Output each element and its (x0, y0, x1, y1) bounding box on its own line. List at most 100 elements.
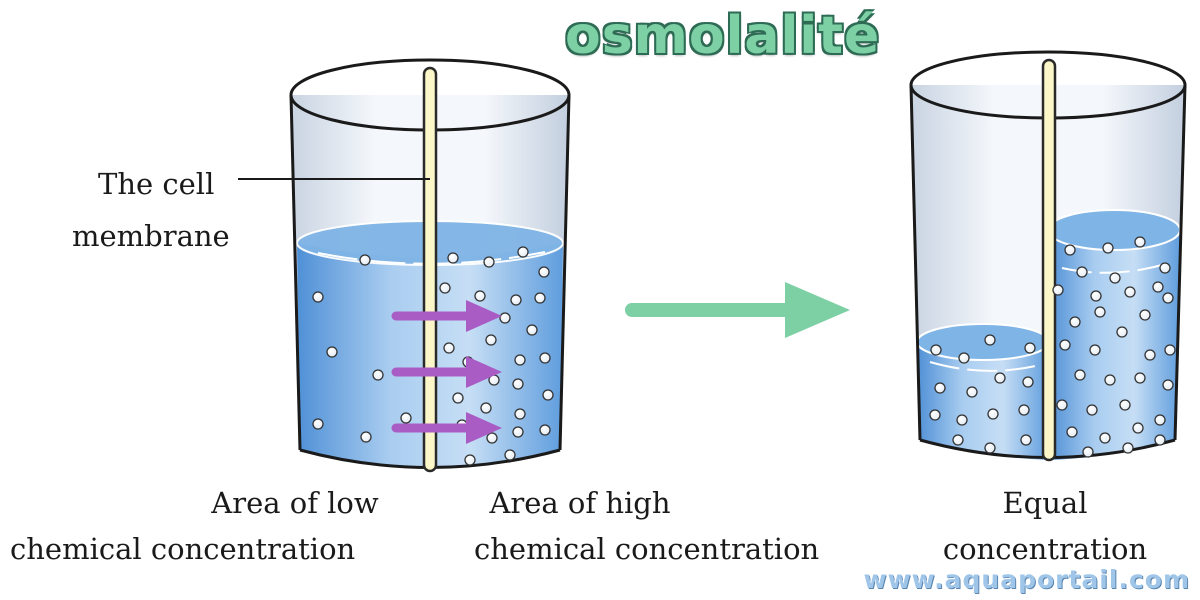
solute-particle (934, 382, 946, 394)
solute-particle (1069, 316, 1081, 328)
low-area-label-line2: chemical concentration (10, 532, 356, 566)
solute-particle (464, 454, 476, 466)
solute-particle (1164, 344, 1176, 356)
solute-particle (987, 408, 999, 420)
watermark-text: www.aquaportail.com (863, 565, 1190, 594)
solute-particle (1162, 379, 1174, 391)
solute-particle (360, 431, 372, 443)
diffusion-arrow (391, 412, 502, 444)
left-beaker-particles (312, 246, 554, 466)
solute-particle (1076, 266, 1088, 278)
solute-particle (372, 369, 384, 381)
right-cell-membrane (1041, 58, 1057, 462)
solute-particle (984, 442, 996, 454)
solute-particle (400, 412, 412, 424)
right-beaker-particles (929, 236, 1176, 458)
solute-particle (929, 409, 941, 421)
solute-particle (1159, 262, 1171, 274)
solute-particle (966, 386, 978, 398)
solute-particle (1089, 344, 1101, 356)
solute-particle (1094, 306, 1106, 318)
solute-particle (1154, 414, 1166, 426)
high-area-label-line2: chemical concentration (474, 532, 820, 566)
transition-arrow-icon (625, 282, 850, 338)
high-area-label-line1: Area of high (489, 486, 671, 520)
right-beaker-water-right (1049, 228, 1180, 460)
solute-particle (539, 352, 551, 364)
solute-particle (485, 334, 497, 346)
solute-particle (952, 434, 964, 446)
solute-particle (1152, 281, 1164, 293)
solute-particle (1099, 432, 1111, 444)
solute-particle (956, 414, 968, 426)
left-beaker (238, 58, 571, 473)
solute-particle (1102, 242, 1114, 254)
solute-particle (1052, 284, 1064, 296)
solute-particle (504, 449, 516, 461)
solute-particle (439, 282, 451, 294)
solute-particle (1109, 272, 1121, 284)
solute-particle (1059, 339, 1071, 351)
membrane-label-line2: membrane (72, 219, 230, 253)
right-beaker (909, 50, 1187, 462)
equal-label-line1: Equal (1002, 486, 1088, 520)
low-area-label-line1: Area of low (211, 486, 379, 520)
solute-particle (542, 389, 554, 401)
solute-particle (1144, 349, 1156, 361)
equal-label-line2: concentration (942, 532, 1148, 566)
solute-particle (312, 291, 324, 303)
solute-particle (1119, 399, 1131, 411)
solute-particle (326, 346, 338, 358)
solute-particle (514, 408, 526, 420)
solute-particle (1139, 309, 1151, 321)
solute-particle (512, 378, 524, 390)
solute-particle (1090, 290, 1102, 302)
solute-particle (483, 256, 495, 268)
solute-particle (486, 432, 498, 444)
solute-particle (1074, 369, 1086, 381)
solute-particle (526, 324, 538, 336)
solute-particle (499, 312, 511, 324)
solute-particle (1154, 434, 1166, 446)
solute-particle (930, 344, 942, 356)
solute-particle (443, 342, 455, 354)
solute-particle (1124, 286, 1136, 298)
solute-particle (1020, 434, 1032, 446)
solute-particle (517, 246, 529, 258)
solute-particle (534, 292, 546, 304)
left-cell-membrane (422, 66, 438, 473)
solute-particle (512, 426, 524, 438)
right-beaker-water-left (917, 345, 1049, 460)
solute-particle (474, 290, 486, 302)
diffusion-arrow (391, 356, 502, 388)
solute-particle (1066, 426, 1078, 438)
solute-particle (1082, 446, 1094, 458)
diffusion-arrow (391, 300, 502, 332)
solute-particle (480, 402, 492, 414)
solute-particle (994, 372, 1006, 384)
solute-particle (452, 392, 464, 404)
solute-particle (1022, 376, 1034, 388)
solute-particle (538, 266, 550, 278)
solute-particle (1122, 442, 1134, 454)
solute-particle (312, 418, 324, 430)
solute-particle (1064, 244, 1076, 256)
solute-particle (1018, 404, 1030, 416)
page-title: osmolalité (565, 6, 881, 66)
solute-particle (958, 352, 970, 364)
diffusion-arrows (391, 300, 502, 444)
solute-particle (514, 354, 526, 366)
solute-particle (539, 424, 551, 436)
solute-particle (1086, 404, 1098, 416)
membrane-label-line1: The cell (98, 167, 215, 201)
solute-particle (447, 252, 459, 264)
solute-particle (1134, 372, 1146, 384)
solute-particle (1104, 374, 1116, 386)
solute-particle (1056, 399, 1068, 411)
solute-particle (510, 294, 522, 306)
solute-particle (1134, 236, 1146, 248)
solute-particle (1162, 292, 1174, 304)
solute-particle (359, 254, 371, 266)
